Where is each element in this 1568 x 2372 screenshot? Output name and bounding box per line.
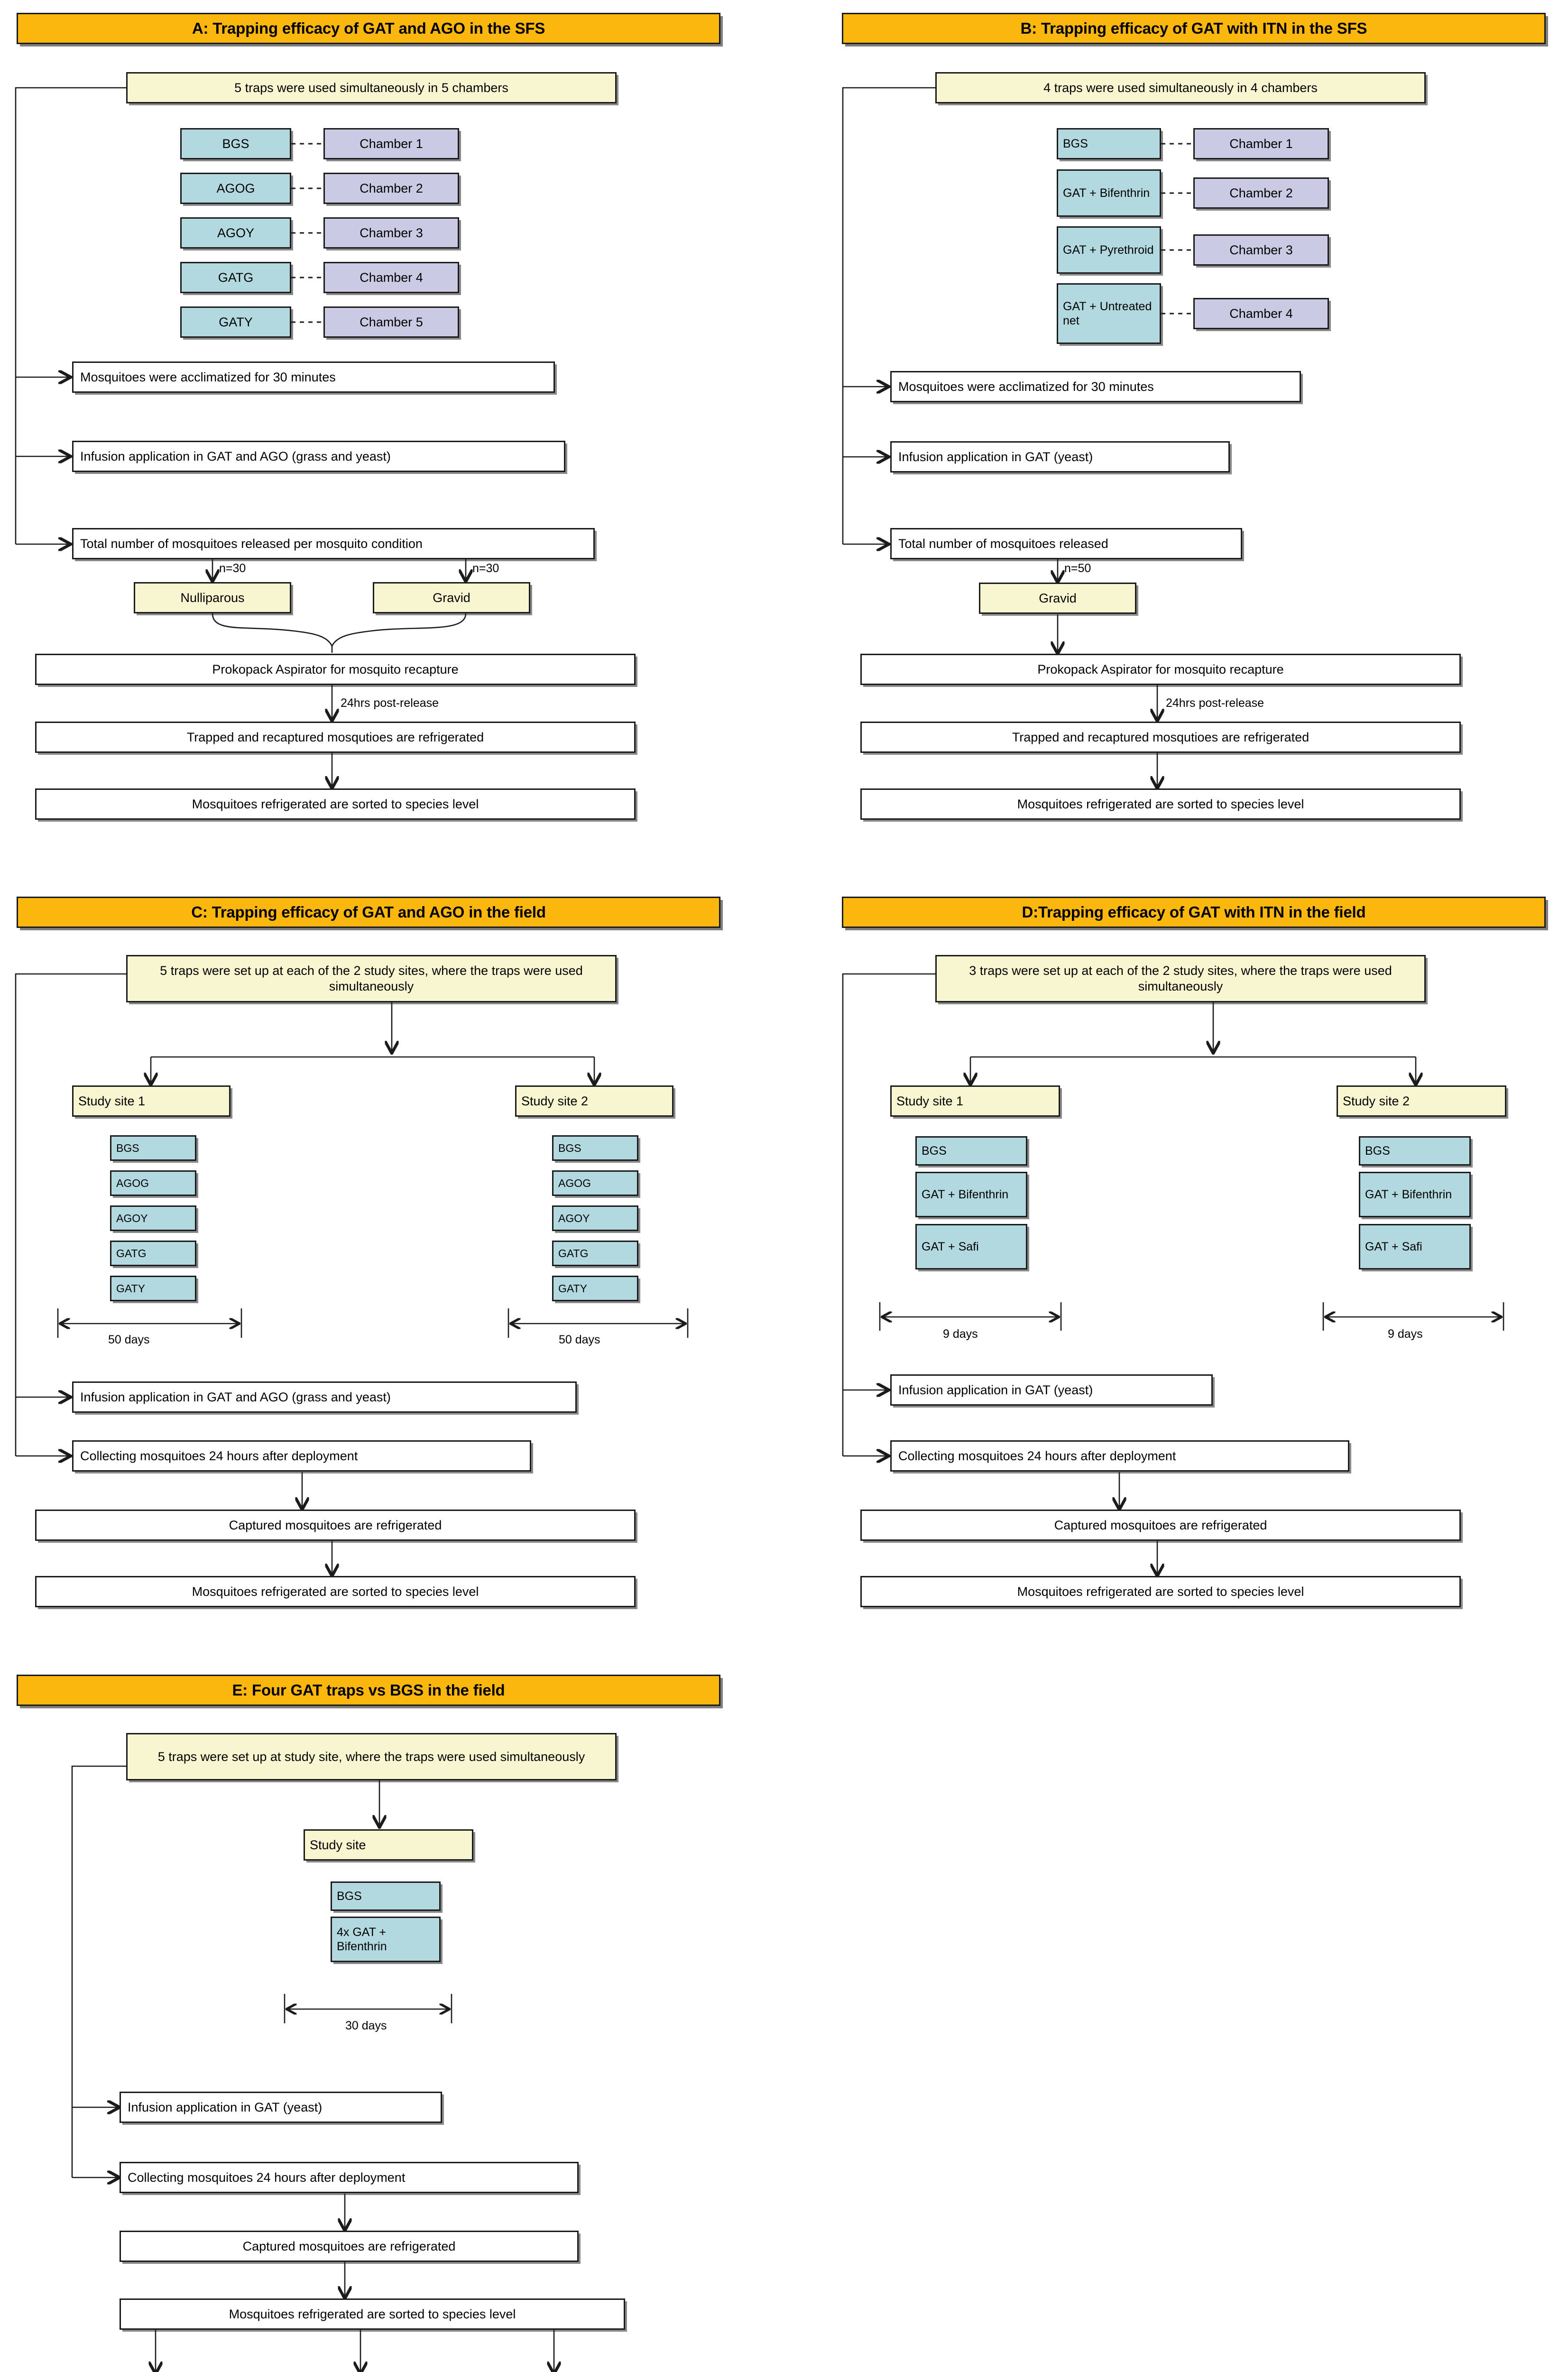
- panel-b-intro: 4 traps were used simultaneously in 4 ch…: [935, 72, 1426, 103]
- panel-b-tail-0: Prokopack Aspirator for mosquito recaptu…: [860, 654, 1461, 685]
- panel-a-condition-1: Gravid: [373, 582, 530, 613]
- panel-a-trap-2: AGOY: [180, 217, 291, 249]
- panel-a-chamber-4: Chamber 5: [323, 306, 459, 338]
- panel-b-step-1: Infusion application in GAT (yeast): [890, 441, 1230, 473]
- panel-c-duration-0: 50 days: [108, 1333, 150, 1346]
- panel-b-trap-1: GAT + Bifenthrin: [1057, 169, 1161, 217]
- panel-c-tail-3: Mosquitoes refrigerated are sorted to sp…: [35, 1576, 636, 1607]
- panel-b-chamber-0: Chamber 1: [1193, 128, 1329, 159]
- panel-d-tail-1: Collecting mosquitoes 24 hours after dep…: [890, 1440, 1349, 1472]
- panel-a-tail-edge-label: 24hrs post-release: [341, 696, 439, 710]
- panel-a-chamber-1: Chamber 2: [323, 173, 459, 204]
- panel-e-tail-0: Infusion application in GAT (yeast): [120, 2092, 442, 2123]
- panel-c-site1-trap-0: BGS: [110, 1135, 196, 1161]
- panel-c-intro: 5 traps were set up at each of the 2 stu…: [126, 955, 617, 1002]
- panel-a-chamber-0: Chamber 1: [323, 128, 459, 159]
- panel-c-site2-trap-1: AGOG: [552, 1170, 638, 1196]
- panel-d-tail-2: Captured mosquitoes are refrigerated: [860, 1510, 1461, 1541]
- panel-d-intro: 3 traps were set up at each of the 2 stu…: [935, 955, 1426, 1002]
- panel-c-site1-trap-3: GATG: [110, 1241, 196, 1266]
- panel-b-trap-2: GAT + Pyrethroid: [1057, 226, 1161, 274]
- panel-e-title: E: Four GAT traps vs BGS in the field: [17, 1675, 720, 1706]
- panel-d-duration-0: 9 days: [943, 1327, 978, 1341]
- panel-e-duration: 30 days: [345, 2019, 387, 2032]
- panel-a-intro: 5 traps were used simultaneously in 5 ch…: [126, 72, 617, 103]
- panel-e-tail-2: Captured mosquitoes are refrigerated: [120, 2231, 579, 2262]
- panel-d-tail-3: Mosquitoes refrigerated are sorted to sp…: [860, 1576, 1461, 1607]
- panel-e-tail-1: Collecting mosquitoes 24 hours after dep…: [120, 2162, 579, 2193]
- panel-b-trap-3: GAT + Untreated net: [1057, 283, 1161, 344]
- panel-a-tail-0: Prokopack Aspirator for mosquito recaptu…: [35, 654, 636, 685]
- panel-a-chamber-3: Chamber 4: [323, 262, 459, 293]
- panel-e-trap-1: 4x GAT + Bifenthrin: [331, 1917, 441, 1962]
- panel-c-tail-2: Captured mosquitoes are refrigerated: [35, 1510, 636, 1541]
- panel-a-branch-label-1: n=30: [472, 562, 499, 575]
- panel-c-duration-1: 50 days: [559, 1333, 600, 1346]
- panel-b-chamber-2: Chamber 3: [1193, 234, 1329, 266]
- panel-e-site: Study site: [304, 1829, 473, 1861]
- panel-a-step-0: Mosquitoes were acclimatized for 30 minu…: [72, 361, 555, 393]
- panel-e-intro: 5 traps were set up at study site, where…: [126, 1733, 617, 1780]
- panel-b-step-2: Total number of mosquitoes released: [890, 528, 1242, 559]
- panel-c-tail-0: Infusion application in GAT and AGO (gra…: [72, 1381, 577, 1413]
- panel-c-tail-1: Collecting mosquitoes 24 hours after dep…: [72, 1440, 531, 1472]
- panel-d-site-0: Study site 1: [890, 1085, 1060, 1117]
- panel-a-trap-3: GATG: [180, 262, 291, 293]
- panel-c-site2-trap-4: GATY: [552, 1276, 638, 1301]
- panel-d-site1-trap-1: GAT + Bifenthrin: [915, 1172, 1027, 1217]
- panel-b-branch-label-0: n=50: [1064, 562, 1091, 575]
- panel-e-trap-0: BGS: [331, 1881, 441, 1911]
- panel-b-chamber-1: Chamber 2: [1193, 177, 1329, 209]
- panel-a-tail-1: Trapped and recaptured mosqutioes are re…: [35, 722, 636, 753]
- panel-b-tail-edge-label: 24hrs post-release: [1166, 696, 1264, 710]
- panel-c-site-0: Study site 1: [72, 1085, 231, 1117]
- panel-b-step-0: Mosquitoes were acclimatized for 30 minu…: [890, 371, 1301, 402]
- panel-a-tail-2: Mosquitoes refrigerated are sorted to sp…: [35, 788, 636, 820]
- panel-d-duration-1: 9 days: [1388, 1327, 1423, 1341]
- panel-c-title: C: Trapping efficacy of GAT and AGO in t…: [17, 897, 720, 928]
- panel-a-trap-4: GATY: [180, 306, 291, 338]
- panel-a-title: A: Trapping efficacy of GAT and AGO in t…: [17, 13, 720, 44]
- panel-a-trap-0: BGS: [180, 128, 291, 159]
- panel-c-site2-trap-3: GATG: [552, 1241, 638, 1266]
- panel-b-chamber-3: Chamber 4: [1193, 298, 1329, 329]
- panel-a-condition-0: Nulliparous: [134, 582, 291, 613]
- panel-d-site1-trap-0: BGS: [915, 1136, 1027, 1166]
- panel-a-step-1: Infusion application in GAT and AGO (gra…: [72, 441, 565, 472]
- panel-d-tail-0: Infusion application in GAT (yeast): [890, 1374, 1213, 1406]
- panel-d-site2-trap-1: GAT + Bifenthrin: [1359, 1172, 1471, 1217]
- panel-c-site1-trap-4: GATY: [110, 1276, 196, 1301]
- panel-a-chamber-2: Chamber 3: [323, 217, 459, 249]
- panel-d-site2-trap-0: BGS: [1359, 1136, 1471, 1166]
- panel-d-site1-trap-2: GAT + Safi: [915, 1224, 1027, 1269]
- panel-b-trap-0: BGS: [1057, 128, 1161, 159]
- panel-c-site2-trap-2: AGOY: [552, 1205, 638, 1231]
- panel-d-title: D:Trapping efficacy of GAT with ITN in t…: [842, 897, 1546, 928]
- panel-c-site-1: Study site 2: [515, 1085, 673, 1117]
- panel-a-trap-1: AGOG: [180, 173, 291, 204]
- panel-c-site2-trap-0: BGS: [552, 1135, 638, 1161]
- panel-b-condition-0: Gravid: [979, 583, 1136, 614]
- panel-c-site1-trap-2: AGOY: [110, 1205, 196, 1231]
- panel-b-title: B: Trapping efficacy of GAT with ITN in …: [842, 13, 1546, 44]
- panel-b-tail-2: Mosquitoes refrigerated are sorted to sp…: [860, 788, 1461, 820]
- panel-d-site-1: Study site 2: [1337, 1085, 1506, 1117]
- panel-e-tail-3: Mosquitoes refrigerated are sorted to sp…: [120, 2298, 625, 2330]
- panel-b-tail-1: Trapped and recaptured mosqutioes are re…: [860, 722, 1461, 753]
- panel-a-branch-label-0: n=30: [219, 562, 246, 575]
- panel-c-site1-trap-1: AGOG: [110, 1170, 196, 1196]
- panel-a-step-2: Total number of mosquitoes released per …: [72, 528, 595, 559]
- panel-d-site2-trap-2: GAT + Safi: [1359, 1224, 1471, 1269]
